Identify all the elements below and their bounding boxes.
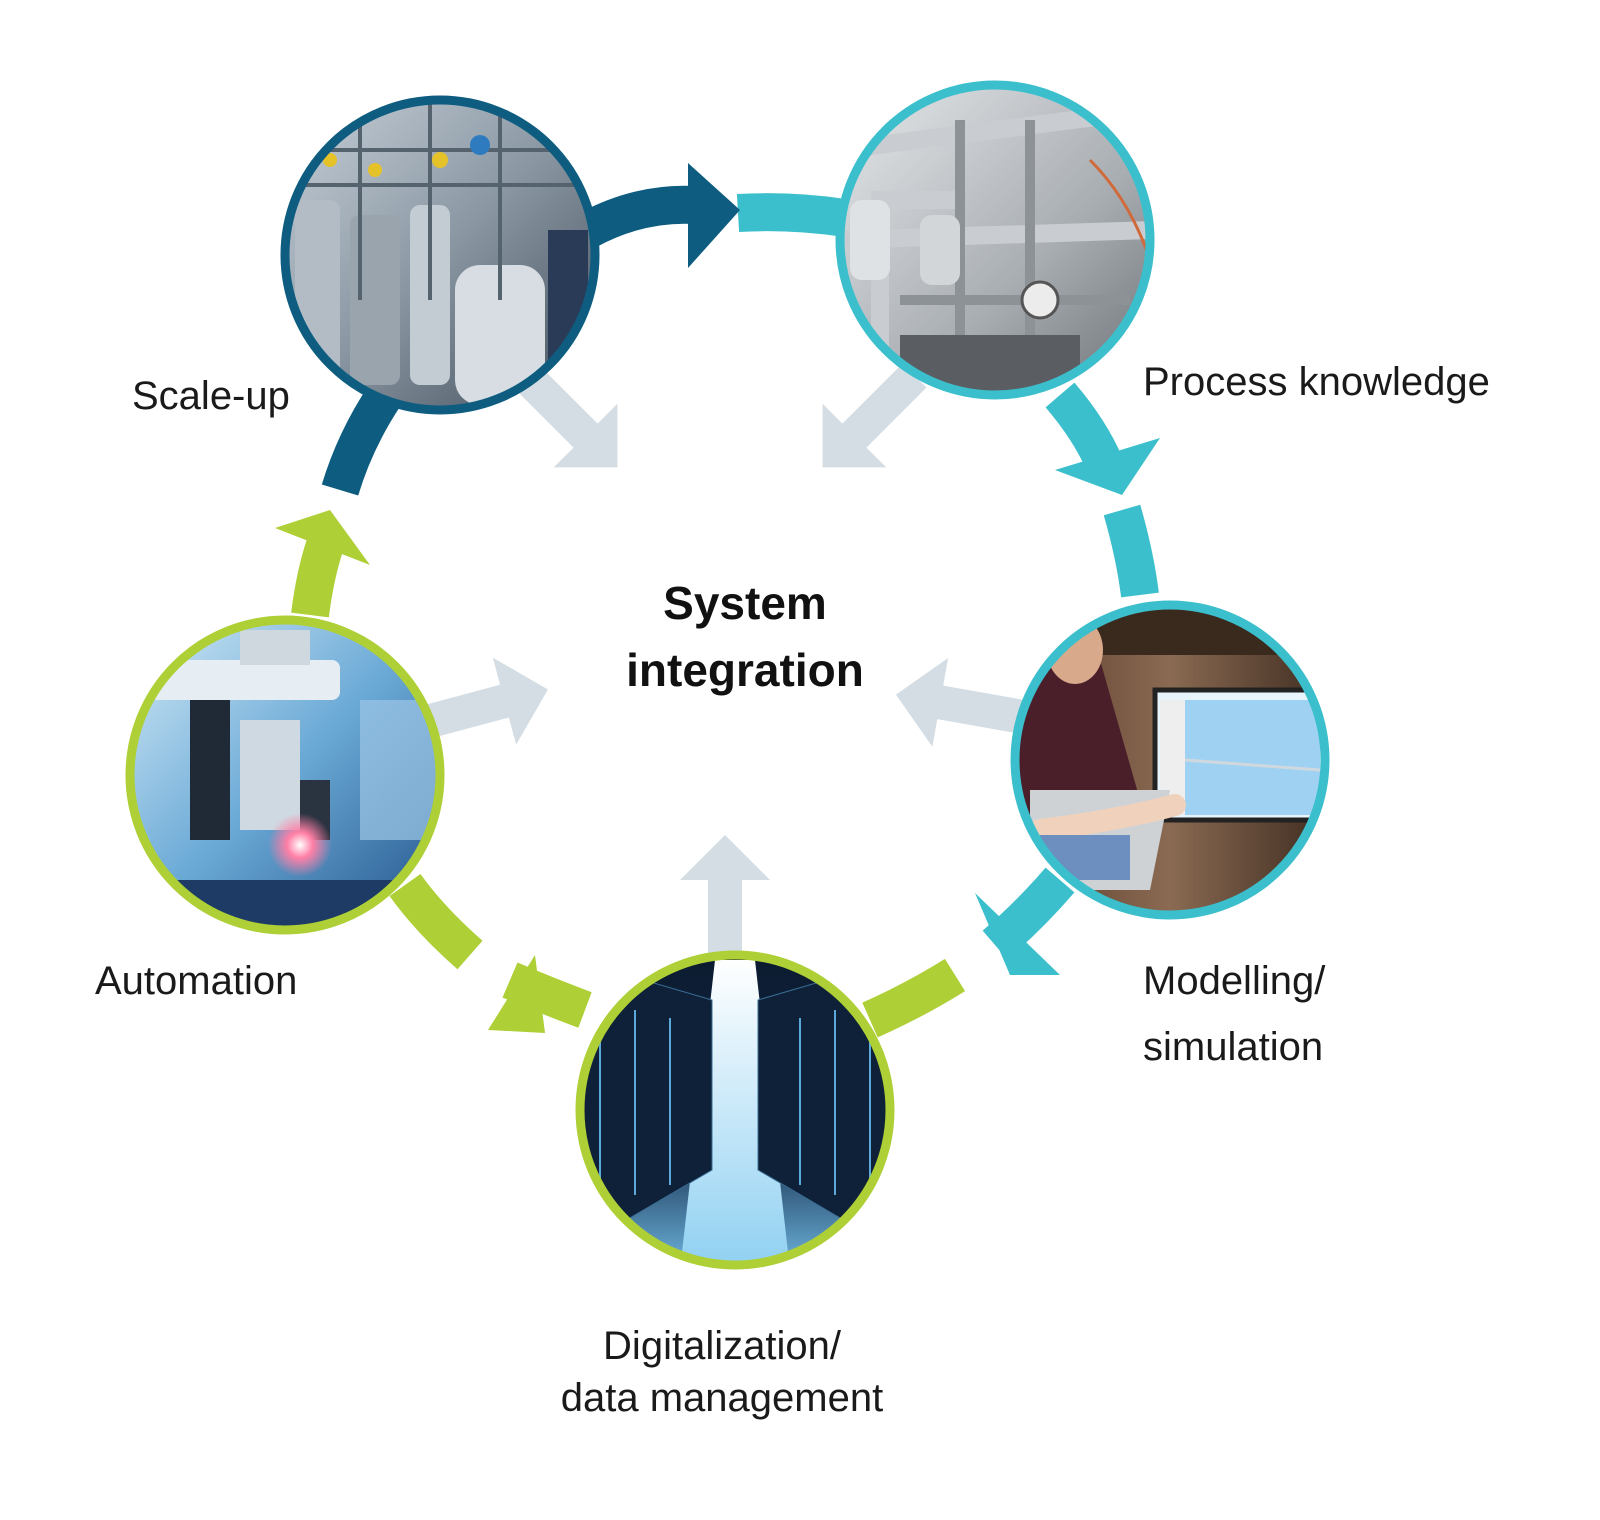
arc-digital-to-automation	[502, 962, 592, 1028]
label-automation: Automation	[95, 959, 298, 1003]
inward-arrows	[417, 363, 1027, 965]
label-modelling-line2: simulation	[1143, 1025, 1324, 1069]
arrowhead-to-digital	[975, 893, 1060, 975]
inward-arrow-from-automation	[417, 657, 548, 745]
arrowhead-to-scale-up	[275, 510, 370, 565]
arc-scale-up-to-process	[578, 185, 697, 247]
arc-process-tail	[736, 193, 848, 237]
center-title: System integration	[545, 570, 945, 703]
process-knowledge-photo	[835, 80, 1155, 400]
inward-arrow-from-process-knowledge	[822, 363, 927, 468]
arc-process-to-modelling	[1045, 382, 1123, 473]
cycle-arrowheads	[275, 163, 1160, 1033]
center-title-line2: integration	[626, 643, 864, 696]
arc-automation-tail	[389, 873, 483, 970]
arc-modelling-tail	[1103, 504, 1159, 598]
modelling-photo	[1010, 600, 1330, 920]
scale-up-photo	[280, 95, 600, 415]
digitalization-photo	[575, 950, 895, 1270]
cycle-arcs	[291, 185, 1159, 1038]
inward-arrow-from-digitalization	[680, 835, 770, 965]
arrowhead-to-modelling	[1055, 438, 1160, 495]
arc-automation-to-scale-up	[291, 538, 344, 618]
label-modelling-line1: Modelling/	[1143, 959, 1326, 1003]
inward-arrow-from-scale-up	[513, 363, 618, 468]
label-modelling: Modelling/ simulation	[1143, 955, 1325, 1073]
center-title-line1: System	[663, 577, 827, 629]
inward-arrow-from-modelling	[895, 658, 1027, 747]
label-process-knowledge: Process knowledge	[1143, 360, 1490, 404]
label-digitalization-line1: Digitalization/	[603, 1324, 841, 1368]
label-scale-up: Scale-up	[132, 374, 290, 418]
arc-digital-tail	[862, 958, 966, 1038]
arc-into-scale-up	[321, 384, 401, 496]
label-digitalization: Digitalization/ data management	[552, 1320, 892, 1424]
label-digitalization-line2: data management	[560, 1376, 884, 1420]
arrowhead-to-process	[688, 163, 740, 268]
arrowhead-to-automation	[488, 955, 545, 1033]
